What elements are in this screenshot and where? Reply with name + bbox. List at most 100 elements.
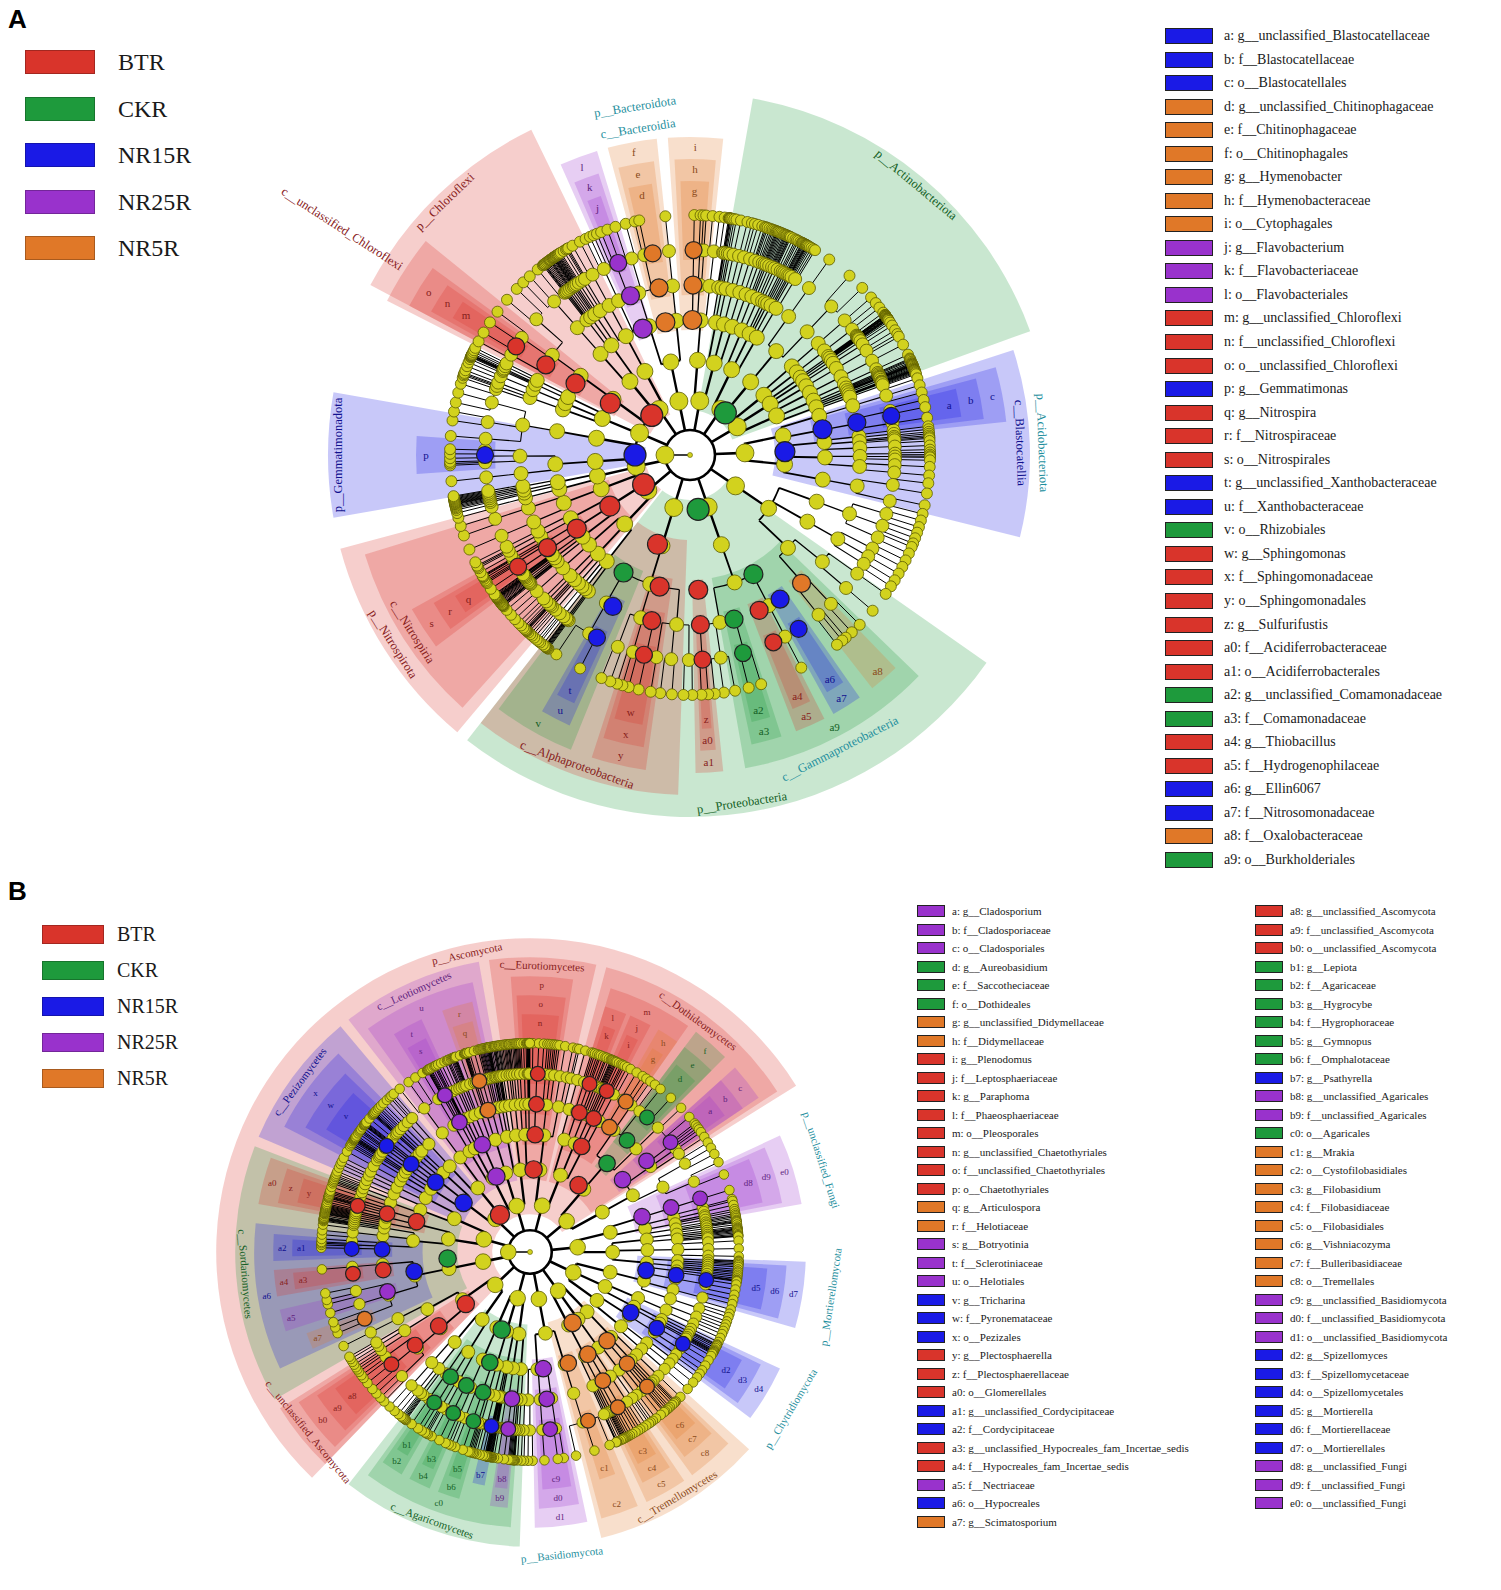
clade-letter: k [587,182,593,193]
legend-text: NR5R [118,236,179,260]
legend-swatch [1165,711,1213,727]
legend-swatch [1165,263,1213,279]
taxon-node [678,689,689,700]
legend-swatch [25,50,95,74]
biomarker-node [649,1320,665,1336]
clade-letter: c [990,391,995,402]
biomarker-node [525,1161,542,1178]
legend-text: k: f__Flavobacteriaceae [1224,264,1358,278]
clade-letter: a0 [702,735,712,746]
clade-letter: m [462,310,471,321]
biomarker-node [693,1191,708,1206]
clade-letter: d8 [744,1179,753,1188]
clade-letter: s [419,1046,423,1055]
taxon-node [637,363,653,379]
legend-swatch [1165,169,1213,185]
legend-swatch [1165,310,1213,326]
legend-text: a6: g__Ellin6067 [1224,782,1321,796]
cladogram-branch [483,1206,577,1299]
taxon-node [516,418,530,432]
clade-shade [734,641,770,722]
clade-shade [587,196,626,274]
biomarker-node [510,558,527,575]
legend-swatch [1165,475,1213,491]
taxon-node [464,544,475,555]
biomarker-node [452,1114,468,1130]
biomarker-node [639,1153,655,1169]
taxon-node [476,1231,492,1247]
taxon-node [730,685,741,696]
taxon-node [663,354,679,370]
taxon-node [395,1084,405,1094]
taxon-node [743,682,754,693]
clade-letter: a6 [263,1292,272,1301]
clade-letter: a2 [278,1243,287,1252]
clade-shade [216,938,796,1478]
taxon-node [831,639,842,650]
clade-name: c__Blastocatellia [1012,400,1027,486]
clade-letter: w [328,1100,335,1109]
legend-text: a3: f__Comamonadaceae [1224,712,1366,726]
clade-letter: c3 [638,1447,647,1456]
biomarker-node [602,1119,618,1135]
taxon-node [554,1168,568,1182]
legend-text: l: o__Flavobacteriales [1224,288,1348,302]
taxon-node [556,495,571,510]
biomarker-node [457,1295,474,1312]
clade-letter: a [947,399,952,410]
legend-swatch [1165,428,1213,444]
biomarker-node [566,374,585,393]
taxon-node [846,399,860,413]
legend-text: y: o__Sphingomonadales [1224,594,1366,608]
taxon-node [317,1265,327,1275]
clade-letter: a8 [348,1391,357,1400]
cladogram-branch [595,360,784,545]
clade-letter: d4 [754,1385,763,1394]
taxon-node [743,374,759,390]
clade-letter: u [557,704,563,715]
clade-letter: o [426,286,432,297]
legend-swatch [1165,546,1213,562]
clade-shade [317,1329,431,1430]
legend-swatch [1165,52,1213,68]
legend-swatch [1165,828,1213,844]
clade-letter: e [691,1060,695,1069]
biomarker-node [744,565,763,584]
clade-letter: a2 [753,705,763,716]
taxon-node [626,1189,639,1202]
taxon-node [590,1446,600,1456]
clade-letter: g [651,1055,656,1064]
legend-swatch [1165,358,1213,374]
legend-text: v: o__Rhizobiales [1224,523,1326,537]
biomarker-node [691,616,709,634]
legend-text: a8: f__Oxalobacteraceae [1224,829,1363,843]
legend-text: c: o__Blastocatellales [1224,76,1346,90]
legend-swatch [25,236,95,260]
taxon-node [501,294,512,305]
cladogram-branches [321,1043,739,1461]
taxon-node [426,1356,438,1368]
legend-swatch [1165,193,1213,209]
taxon-node [606,1245,620,1259]
taxon-node [645,686,656,697]
taxon-node [448,492,459,503]
biomarker-node [539,1391,555,1407]
clade-name: c__Gammaproteobacteria [779,714,900,784]
clade-shade [305,1074,430,1186]
legend-swatch [1165,664,1213,680]
clade-shade [675,159,716,296]
clade-letter: m [643,1008,650,1017]
clade-shade [634,1065,696,1131]
legend-text: s: o__Nitrospirales [1224,453,1330,467]
taxon-node [673,1148,684,1159]
biomarker-node [600,393,620,413]
taxon-node [665,653,678,666]
legend-text: a4: g__Thiobacillus [1224,735,1336,749]
biomarker-node [635,646,652,663]
clade-name: p__Proteobacteria [696,790,788,816]
taxon-node [831,532,845,546]
taxon-node [559,1213,575,1229]
taxon-node [489,512,502,525]
taxon-node [665,499,683,517]
clade-letter: z [289,1183,293,1192]
